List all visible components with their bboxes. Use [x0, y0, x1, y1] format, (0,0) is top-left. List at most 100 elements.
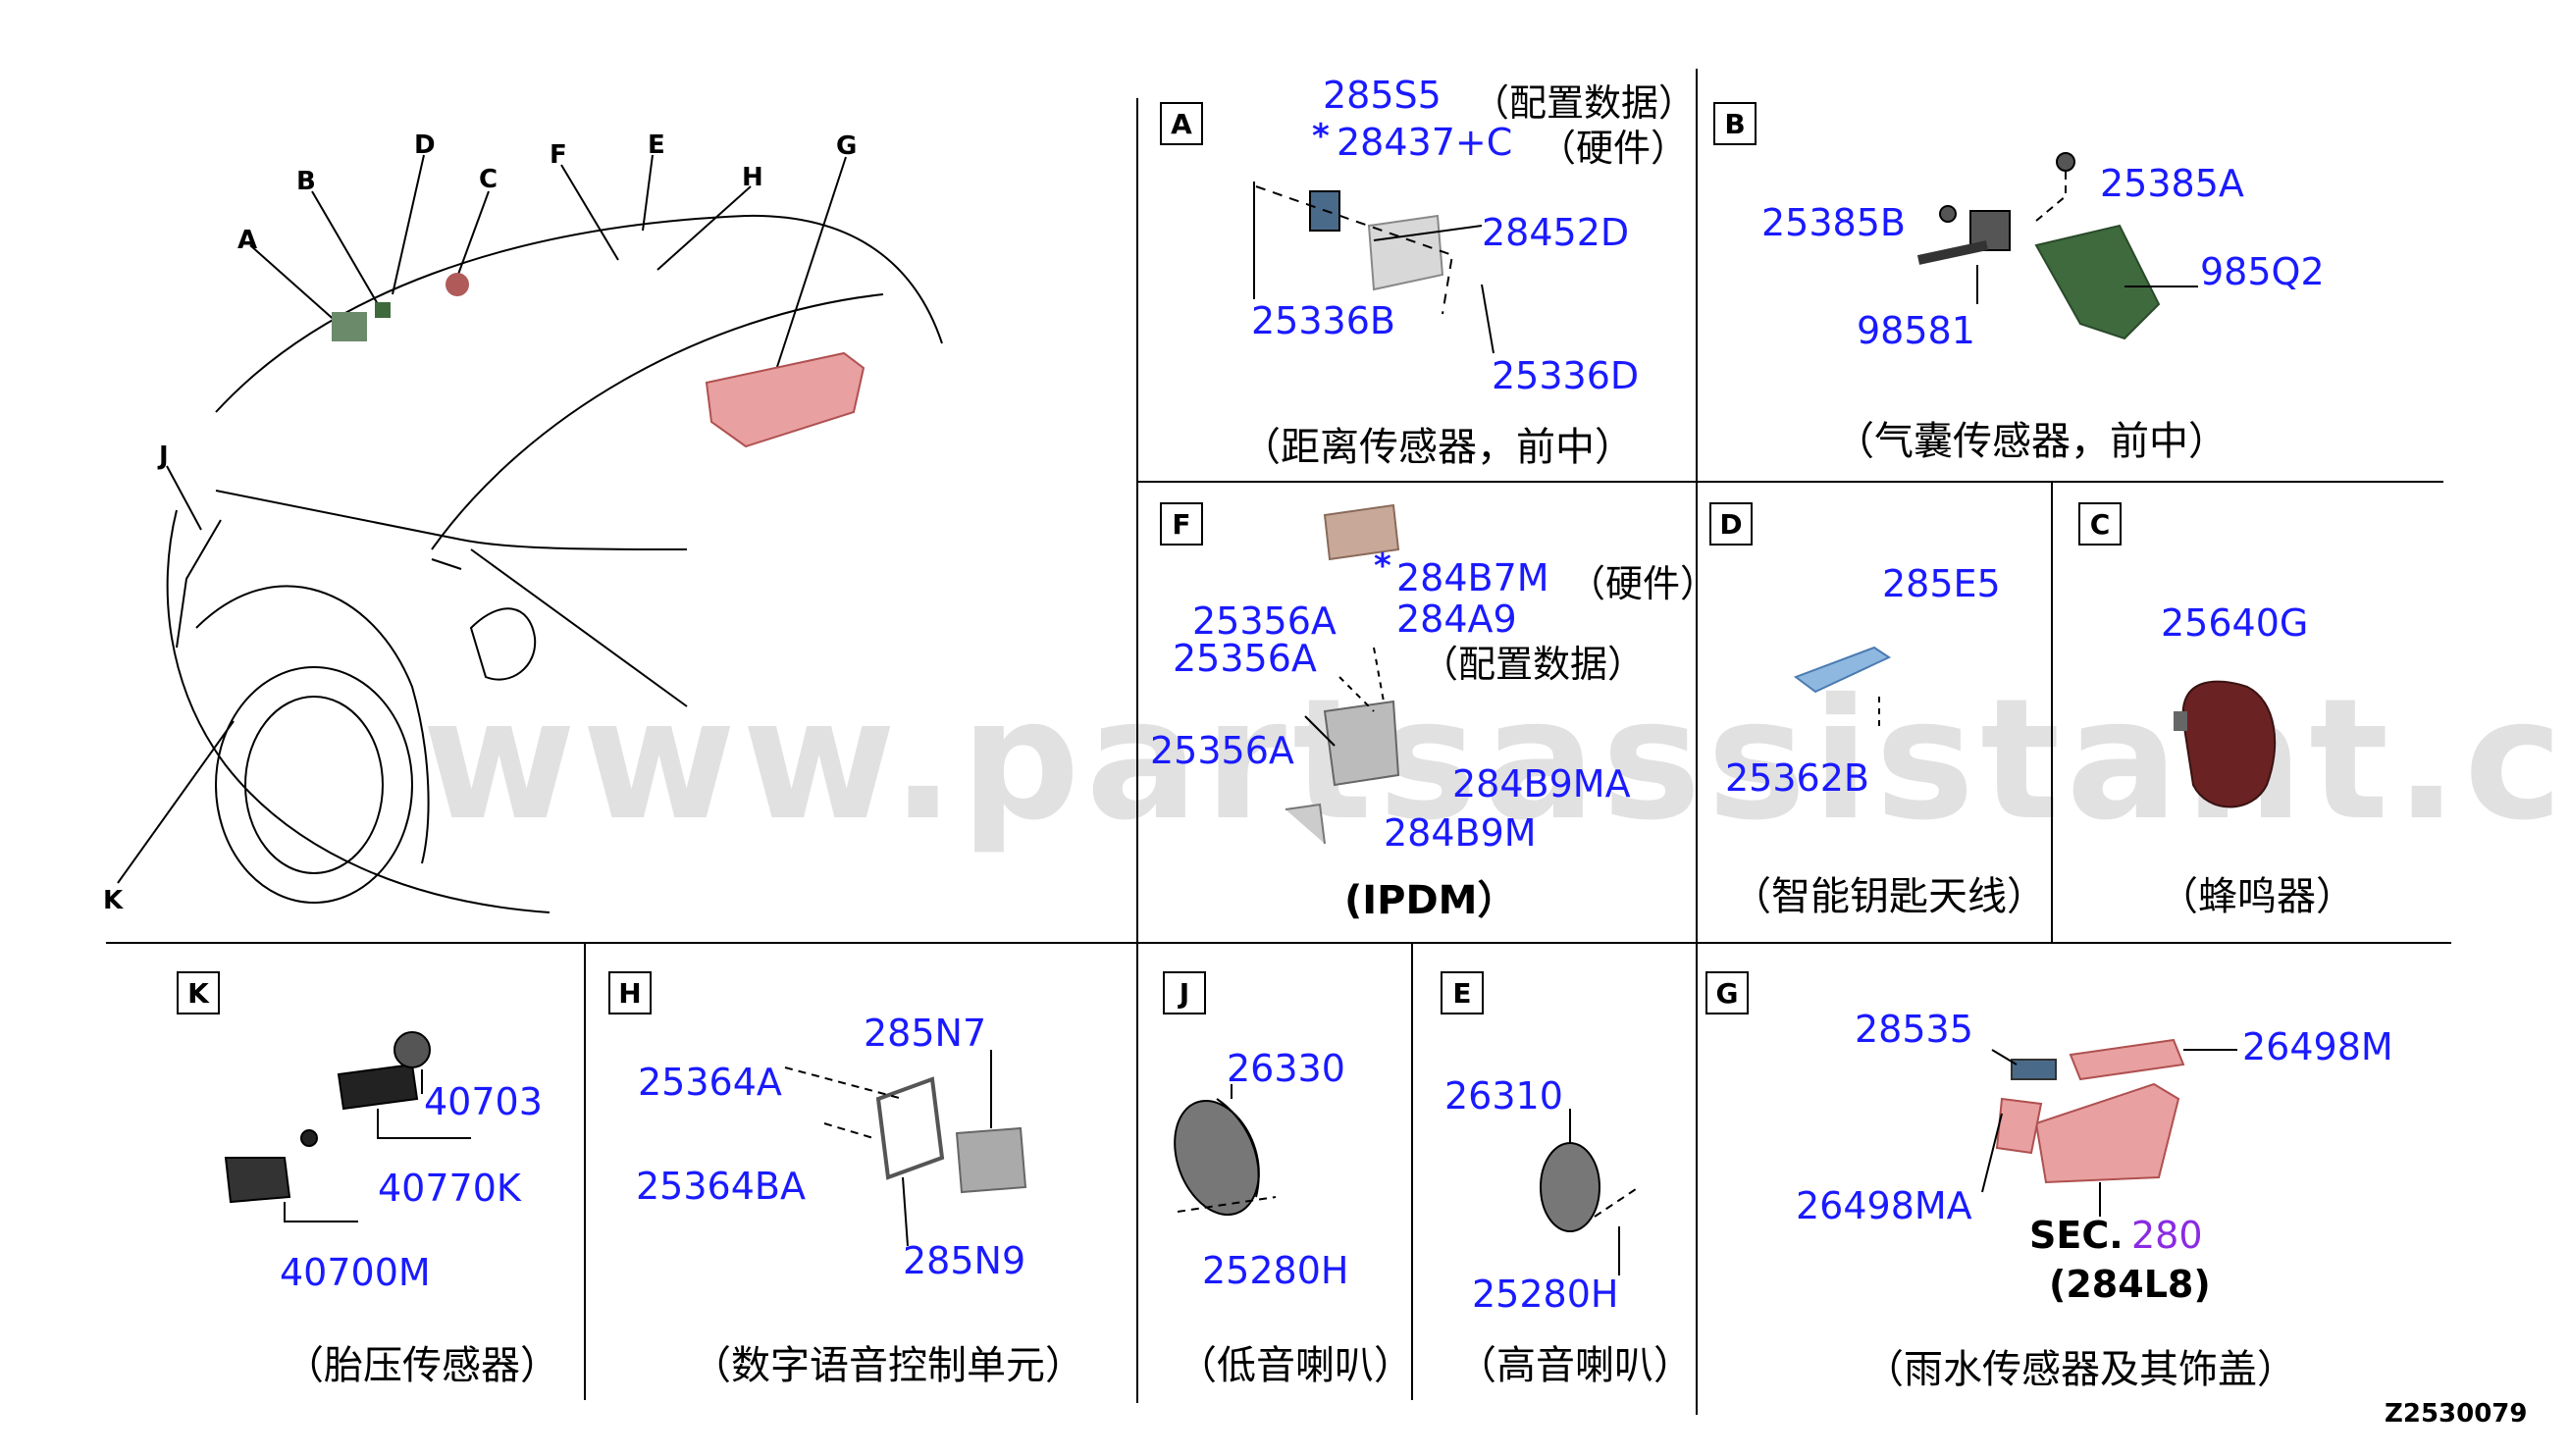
panel-b-part-25385a[interactable]: 25385A	[2100, 162, 2244, 205]
divider-vertical-eg	[1696, 944, 1698, 1415]
panel-b-drawing	[1916, 152, 2198, 340]
overview-label-h: H	[742, 163, 763, 192]
overview-label-f: F	[550, 140, 567, 170]
leader-F	[560, 164, 619, 261]
leader-J	[166, 465, 202, 531]
panel-d-drawing	[1793, 646, 1892, 726]
panel-d-caption: （智能钥匙天线）	[1732, 874, 2046, 919]
panel-f-part-25356a-3[interactable]: 25356A	[1150, 729, 1294, 772]
car-front-body	[166, 509, 551, 913]
panel-b-part-985q2[interactable]: 985Q2	[2200, 250, 2325, 293]
divider-vertical-fd	[1696, 481, 1698, 942]
car-wheel	[215, 666, 413, 904]
divider-vertical-dc	[2051, 481, 2053, 942]
car-wheel-inner	[244, 696, 384, 874]
divider-vertical-ab	[1696, 69, 1698, 481]
overview-label-a: A	[237, 226, 258, 255]
overview-label-e: E	[648, 130, 665, 160]
panel-b-box: B	[1713, 102, 1757, 145]
panel-g-sec-prefix: SEC.	[2029, 1214, 2124, 1257]
panel-f-drawing	[1285, 503, 1400, 845]
panel-a-part-28437c[interactable]: 28437+C	[1337, 121, 1513, 164]
divider-vertical-kh	[584, 944, 586, 1400]
overview-airbag-sensor	[375, 302, 391, 318]
car-windshield	[431, 293, 884, 550]
panel-k-part-40770k[interactable]: 40770K	[378, 1167, 521, 1210]
divider-horizontal-mid	[106, 942, 2451, 944]
panel-h-caption: （数字语音控制单元）	[692, 1343, 1084, 1388]
overview-rain-sensor-cover	[705, 351, 865, 448]
panel-g-sec-sub: (284L8)	[2049, 1263, 2211, 1306]
panel-f-part-284a9[interactable]: 284A9	[1396, 598, 1517, 641]
panel-g-part-28535[interactable]: 28535	[1855, 1008, 1973, 1051]
panel-k-drawing	[224, 1031, 471, 1222]
panel-e-caption: （高音喇叭）	[1457, 1343, 1693, 1388]
panel-d-part-285e5[interactable]: 285E5	[1882, 562, 2001, 605]
diagram-code: Z2530079	[2385, 1399, 2528, 1429]
leader-A	[249, 244, 340, 325]
panel-k-part-40703[interactable]: 40703	[424, 1080, 543, 1123]
car-mirror	[469, 607, 537, 681]
panel-f-part-284b9ma[interactable]: 284B9MA	[1452, 762, 1631, 806]
divider-vertical-je	[1411, 944, 1413, 1400]
panel-g-part-26498ma[interactable]: 26498MA	[1796, 1184, 1972, 1227]
overview-label-d: D	[414, 130, 436, 160]
panel-h-part-25364a[interactable]: 25364A	[638, 1061, 782, 1104]
panel-k-caption: （胎压传感器）	[285, 1343, 559, 1388]
panel-a-note-hardware: （硬件）	[1539, 127, 1689, 170]
panel-a-part-28452d[interactable]: 28452D	[1482, 211, 1630, 254]
panel-d-part-25362b[interactable]: 25362B	[1725, 756, 1869, 800]
overview-label-b: B	[296, 167, 316, 196]
panel-k-box: K	[177, 971, 220, 1014]
car-fender	[195, 585, 430, 864]
panel-e-part-26310[interactable]: 26310	[1444, 1074, 1563, 1118]
panel-a-part-25336b[interactable]: 25336B	[1251, 299, 1395, 342]
panel-f-part-25356a-2[interactable]: 25356A	[1173, 637, 1317, 680]
panel-g-sec-ref[interactable]: 280	[2131, 1214, 2203, 1257]
panel-g-part-26498m[interactable]: 26498M	[2242, 1025, 2393, 1068]
panel-a-part-285s5[interactable]: 285S5	[1323, 74, 1442, 117]
panel-c-drawing	[2174, 680, 2277, 808]
panel-f-part-284b9m[interactable]: 284B9M	[1384, 811, 1537, 855]
overview-buzzer	[446, 273, 469, 296]
panel-a-caption: （距离传感器，前中）	[1241, 425, 1634, 470]
panel-b-part-98581[interactable]: 98581	[1857, 309, 1975, 352]
panel-f-star: *	[1374, 546, 1391, 586]
panel-j-drawing	[1174, 1084, 1277, 1217]
panel-c-part-25640g[interactable]: 25640G	[2161, 601, 2309, 645]
panel-j-caption: （低音喇叭）	[1178, 1343, 1413, 1388]
panel-c-caption: （蜂鸣器）	[2159, 874, 2355, 919]
panel-g-caption: （雨水传感器及其饰盖）	[1864, 1347, 2296, 1392]
divider-vertical-main	[1136, 98, 1138, 1403]
panel-g-box: G	[1705, 971, 1749, 1014]
panel-b-caption: （气囊传感器，前中）	[1835, 419, 2228, 464]
panel-f-note-config: （配置数据）	[1421, 643, 1646, 686]
overview-label-g: G	[836, 131, 858, 161]
leader-K	[117, 720, 235, 884]
panel-h-part-285n7[interactable]: 285N7	[864, 1012, 987, 1055]
panel-f-part-284b7m[interactable]: 284B7M	[1396, 556, 1549, 599]
panel-f-caption: (IPDM）	[1344, 878, 1517, 923]
panel-h-part-25364ba[interactable]: 25364BA	[636, 1165, 806, 1208]
panel-a-box: A	[1160, 102, 1203, 145]
panel-h-part-285n9[interactable]: 285N9	[903, 1239, 1026, 1282]
panel-b-part-25385b[interactable]: 25385B	[1761, 201, 1906, 244]
panel-j-part-26330[interactable]: 26330	[1227, 1047, 1345, 1090]
leader-D	[392, 154, 425, 295]
panel-j-part-25280h[interactable]: 25280H	[1202, 1249, 1349, 1292]
panel-j-box: J	[1163, 971, 1206, 1014]
leader-C	[455, 190, 490, 281]
car-hood-line	[215, 490, 688, 550]
overview-label-k: K	[103, 886, 124, 915]
car-side-line	[470, 548, 688, 707]
panel-e-part-25280h[interactable]: 25280H	[1472, 1273, 1619, 1316]
panel-k-part-40700m[interactable]: 40700M	[280, 1251, 431, 1294]
panel-f-part-25356a-1[interactable]: 25356A	[1192, 599, 1337, 643]
divider-horizontal-top	[1136, 481, 2443, 483]
panel-f-note-hardware: （硬件）	[1568, 562, 1718, 605]
panel-d-box: D	[1709, 502, 1753, 546]
overview-distance-sensor	[332, 312, 367, 341]
panel-a-part-25336d[interactable]: 25336D	[1492, 354, 1640, 397]
panel-g-drawing	[1981, 1038, 2237, 1217]
